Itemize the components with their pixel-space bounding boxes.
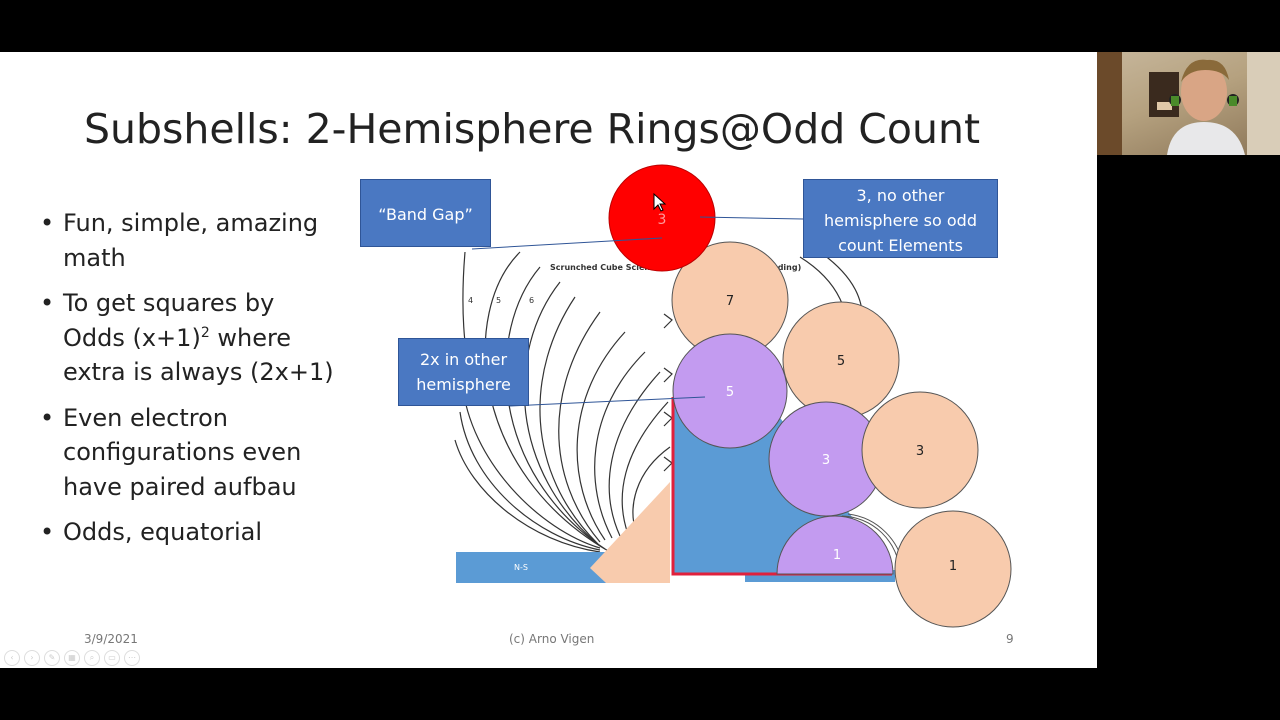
callout-text: 2x in other hemisphere bbox=[416, 350, 511, 394]
bullet-list: • Fun, simple, amazing math • To get squar… bbox=[40, 206, 340, 561]
bullet-item: • Even electron configurations even have … bbox=[40, 401, 340, 505]
footer-date: 3/9/2021 bbox=[84, 632, 138, 646]
callout-two-x: 2x in other hemisphere bbox=[398, 338, 529, 406]
bullet-text: Odds, equatorial bbox=[63, 518, 263, 546]
circle-label: 3 bbox=[916, 444, 924, 459]
circle-label: 5 bbox=[837, 354, 845, 369]
background-label-2: nding) bbox=[772, 263, 801, 272]
ring-number: 4 bbox=[468, 296, 473, 305]
callout-text: “Band Gap” bbox=[378, 205, 473, 224]
ring-number: 6 bbox=[529, 296, 534, 305]
connector-no-other bbox=[699, 216, 804, 220]
mouse-cursor-icon bbox=[653, 192, 667, 212]
presenter-webcam bbox=[1097, 52, 1280, 155]
arrow-marks bbox=[663, 313, 673, 472]
ring-number: 5 bbox=[496, 296, 501, 305]
bullet-item: • To get squares by Odds (x+1)2 where ext… bbox=[40, 286, 340, 390]
bullet-text: Fun, simple, amazing math bbox=[63, 209, 319, 272]
callout-text: 3, no other hemisphere so odd count Elem… bbox=[824, 186, 977, 255]
background-arcs bbox=[454, 251, 864, 553]
circle-label: 1 bbox=[833, 548, 841, 563]
red-circle-label: 3 bbox=[658, 212, 667, 228]
bullet-dot: • bbox=[40, 518, 55, 546]
bullet-dot: • bbox=[40, 289, 55, 317]
slide-title: Subshells: 2-Hemisphere Rings@Odd Count bbox=[84, 105, 981, 153]
ns-bar bbox=[456, 552, 606, 583]
red-circle bbox=[608, 164, 716, 272]
slide: Subshells: 2-Hemisphere Rings@Odd Count … bbox=[0, 52, 1097, 668]
peach-circle-3 bbox=[861, 391, 979, 509]
circle-label: 7 bbox=[726, 294, 734, 309]
slideshow-nav-toolbar: ‹ › ✎ ▦ ⌕ ▭ ⋯ bbox=[4, 650, 140, 666]
superscript: 2 bbox=[200, 324, 210, 341]
bullet-text: where extra is always (2x+1) bbox=[63, 323, 334, 387]
presenter-video-icon bbox=[1097, 52, 1280, 155]
callout-band-gap: “Band Gap” bbox=[360, 179, 491, 247]
zoom-icon[interactable]: ⌕ bbox=[84, 650, 100, 666]
peach-triangle bbox=[590, 482, 670, 583]
subshell-diagram: Scrunched Cube Science nding) 4 5 6 N-S … bbox=[454, 164, 1012, 628]
subtitles-icon[interactable]: ▭ bbox=[104, 650, 120, 666]
ns-label: N-S bbox=[514, 563, 528, 572]
connector-band-gap bbox=[471, 237, 663, 250]
next-icon[interactable]: › bbox=[24, 650, 40, 666]
footer-author: (c) Arno Vigen bbox=[509, 632, 595, 646]
pen-icon[interactable]: ✎ bbox=[44, 650, 60, 666]
background-label: Scrunched Cube Science bbox=[550, 263, 661, 272]
bullet-text: Even electron configurations even have p… bbox=[63, 403, 302, 501]
more-icon[interactable]: ⋯ bbox=[124, 650, 140, 666]
bullet-dot: • bbox=[40, 209, 55, 237]
prev-icon[interactable]: ‹ bbox=[4, 650, 20, 666]
circle-label: 1 bbox=[949, 559, 957, 574]
purple-half-circle-1 bbox=[776, 515, 894, 575]
circle-label: 5 bbox=[726, 385, 734, 400]
bullet-dot: • bbox=[40, 403, 55, 432]
callout-no-other-hemisphere: 3, no other hemisphere so odd count Elem… bbox=[803, 179, 998, 258]
purple-circle-5 bbox=[672, 333, 788, 449]
circle-label: 3 bbox=[822, 453, 830, 468]
peach-circle-1 bbox=[894, 510, 1012, 628]
bullet-item: • Fun, simple, amazing math bbox=[40, 206, 340, 275]
connector-two-x bbox=[509, 396, 706, 407]
slides-icon[interactable]: ▦ bbox=[64, 650, 80, 666]
bullet-item: • Odds, equatorial bbox=[40, 515, 340, 550]
bullet-text: To get squares by Odds (x+1) bbox=[63, 289, 275, 352]
footer-page-number: 9 bbox=[1006, 632, 1014, 646]
